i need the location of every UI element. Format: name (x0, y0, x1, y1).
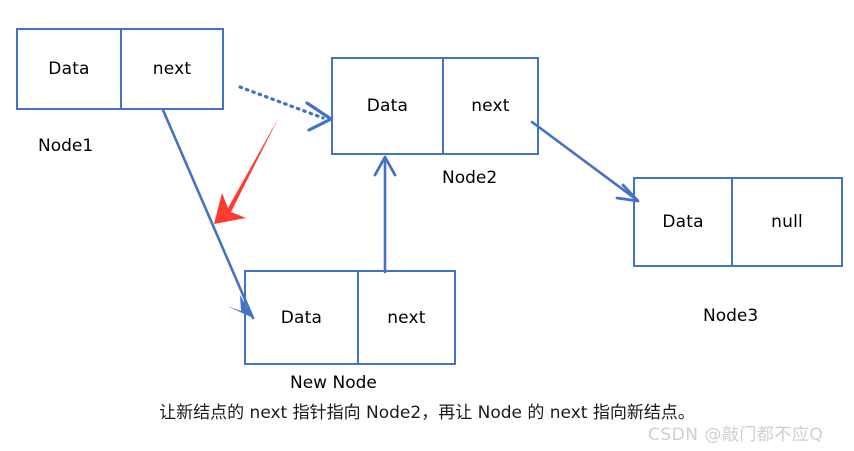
node-box-node2[interactable]: Data next (331, 57, 539, 155)
diagram-caption: 让新结点的 next 指针指向 Node2，再让 Node 的 next 指向新… (159, 403, 695, 423)
new-node-next-cell: next (356, 272, 454, 363)
node3-data-cell: Data (662, 212, 704, 232)
arrow-node1-to-node2-dotted (238, 85, 333, 132)
node1-data-cell: Data (48, 59, 90, 79)
new-node-data-cell: Data (280, 307, 323, 328)
csdn-watermark: CSDN @敲门都不应Q (648, 425, 824, 445)
node-label-node1: Node1 (38, 136, 94, 156)
node1-next-cell: next (119, 30, 222, 108)
node-box-node3[interactable]: Data null (633, 177, 843, 267)
arrow-node1-to-new-node (161, 108, 255, 320)
arrow-node2-to-node3 (530, 120, 640, 203)
arrow-new-node-to-node2 (373, 155, 397, 274)
node3-next-cell: null (731, 179, 841, 265)
node-label-node2: Node2 (442, 168, 498, 188)
node2-data-cell: Data (366, 96, 409, 116)
node-label-node3: Node3 (703, 306, 759, 326)
node-box-new-node[interactable]: Data next (244, 270, 456, 365)
node-label-new-node: New Node (290, 373, 377, 393)
arrow-red-redirect (214, 117, 279, 224)
node2-next-cell: next (441, 59, 537, 153)
node-box-node1[interactable]: Data next (16, 28, 224, 110)
